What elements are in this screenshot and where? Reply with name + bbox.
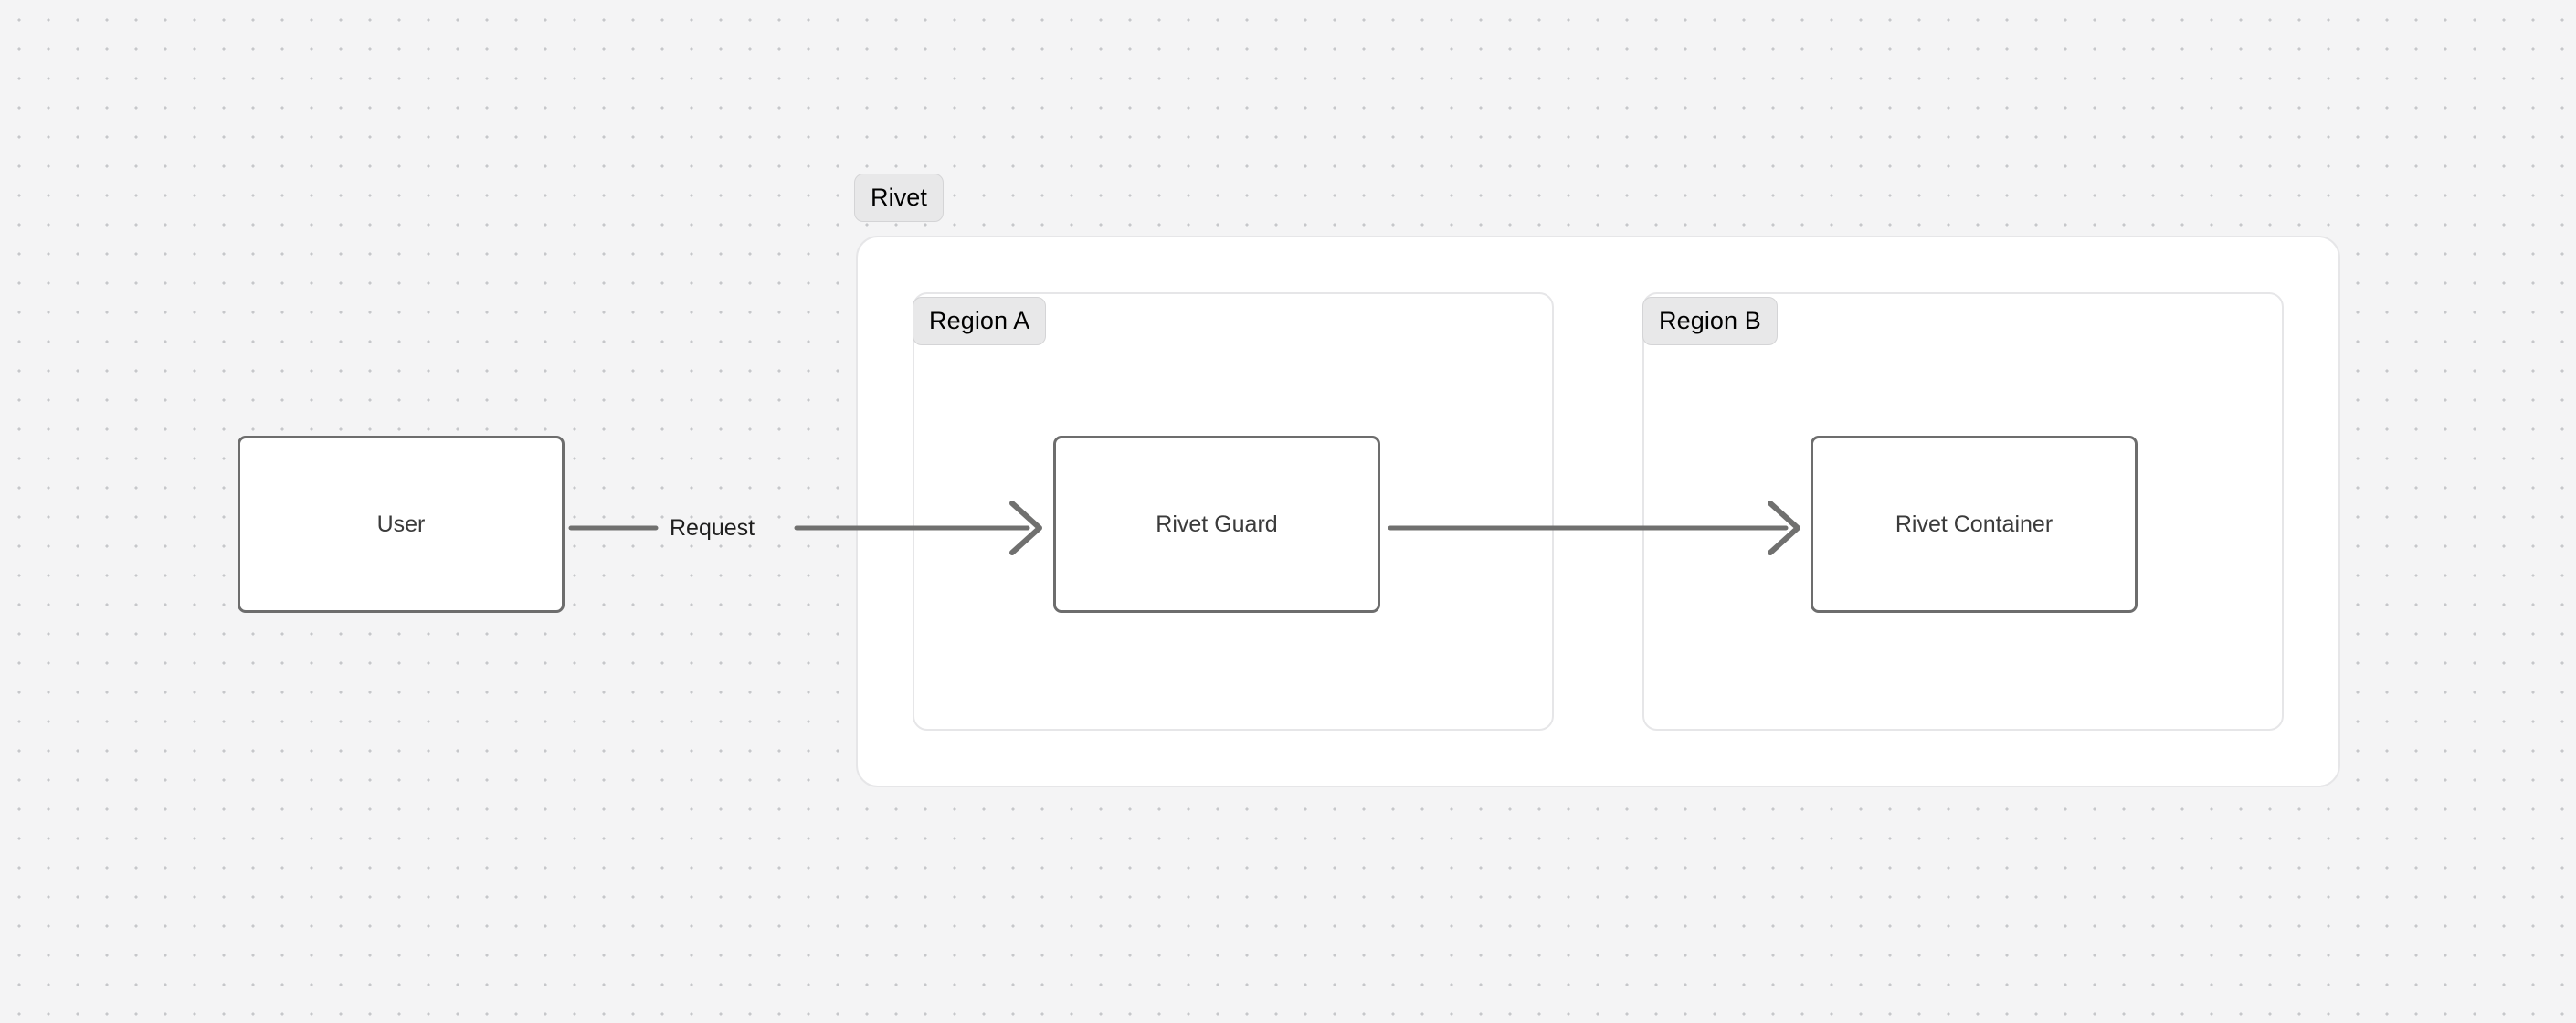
group-label-region-a[interactable]: Region A <box>913 297 1047 345</box>
node-rivet-guard[interactable]: Rivet Guard <box>1053 436 1380 613</box>
node-user[interactable]: User <box>238 436 565 613</box>
group-label-region-b[interactable]: Region B <box>1642 297 1778 345</box>
group-label-rivet[interactable]: Rivet <box>854 174 945 222</box>
node-rivet-container[interactable]: Rivet Container <box>1811 436 2138 613</box>
edge-label-request: Request <box>670 515 755 541</box>
